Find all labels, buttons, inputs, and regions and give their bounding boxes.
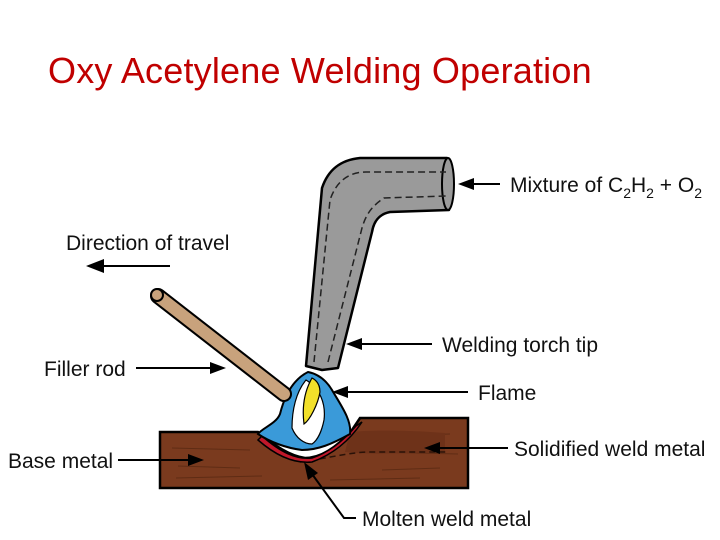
flame-label: Flame bbox=[478, 382, 536, 405]
base-metal-label: Base metal bbox=[8, 450, 113, 473]
filler-rod-label: Filler rod bbox=[44, 358, 126, 381]
welding-torch-tip-label: Welding torch tip bbox=[442, 334, 598, 357]
solidified-weld-metal bbox=[299, 430, 448, 463]
welding-torch bbox=[304, 156, 455, 372]
filler-rod bbox=[150, 288, 292, 402]
mixture-label: Mixture of C2H2 + O2 bbox=[510, 174, 702, 201]
slide-title: Oxy Acetylene Welding Operation bbox=[48, 50, 592, 91]
flame bbox=[256, 370, 352, 452]
leader-lines bbox=[86, 178, 508, 519]
direction-of-travel-label: Direction of travel bbox=[66, 232, 229, 255]
solidified-weld-metal-label: Solidified weld metal bbox=[514, 438, 705, 461]
molten-weld-metal-label: Molten weld metal bbox=[362, 508, 531, 531]
molten-weld-pool bbox=[256, 421, 363, 463]
